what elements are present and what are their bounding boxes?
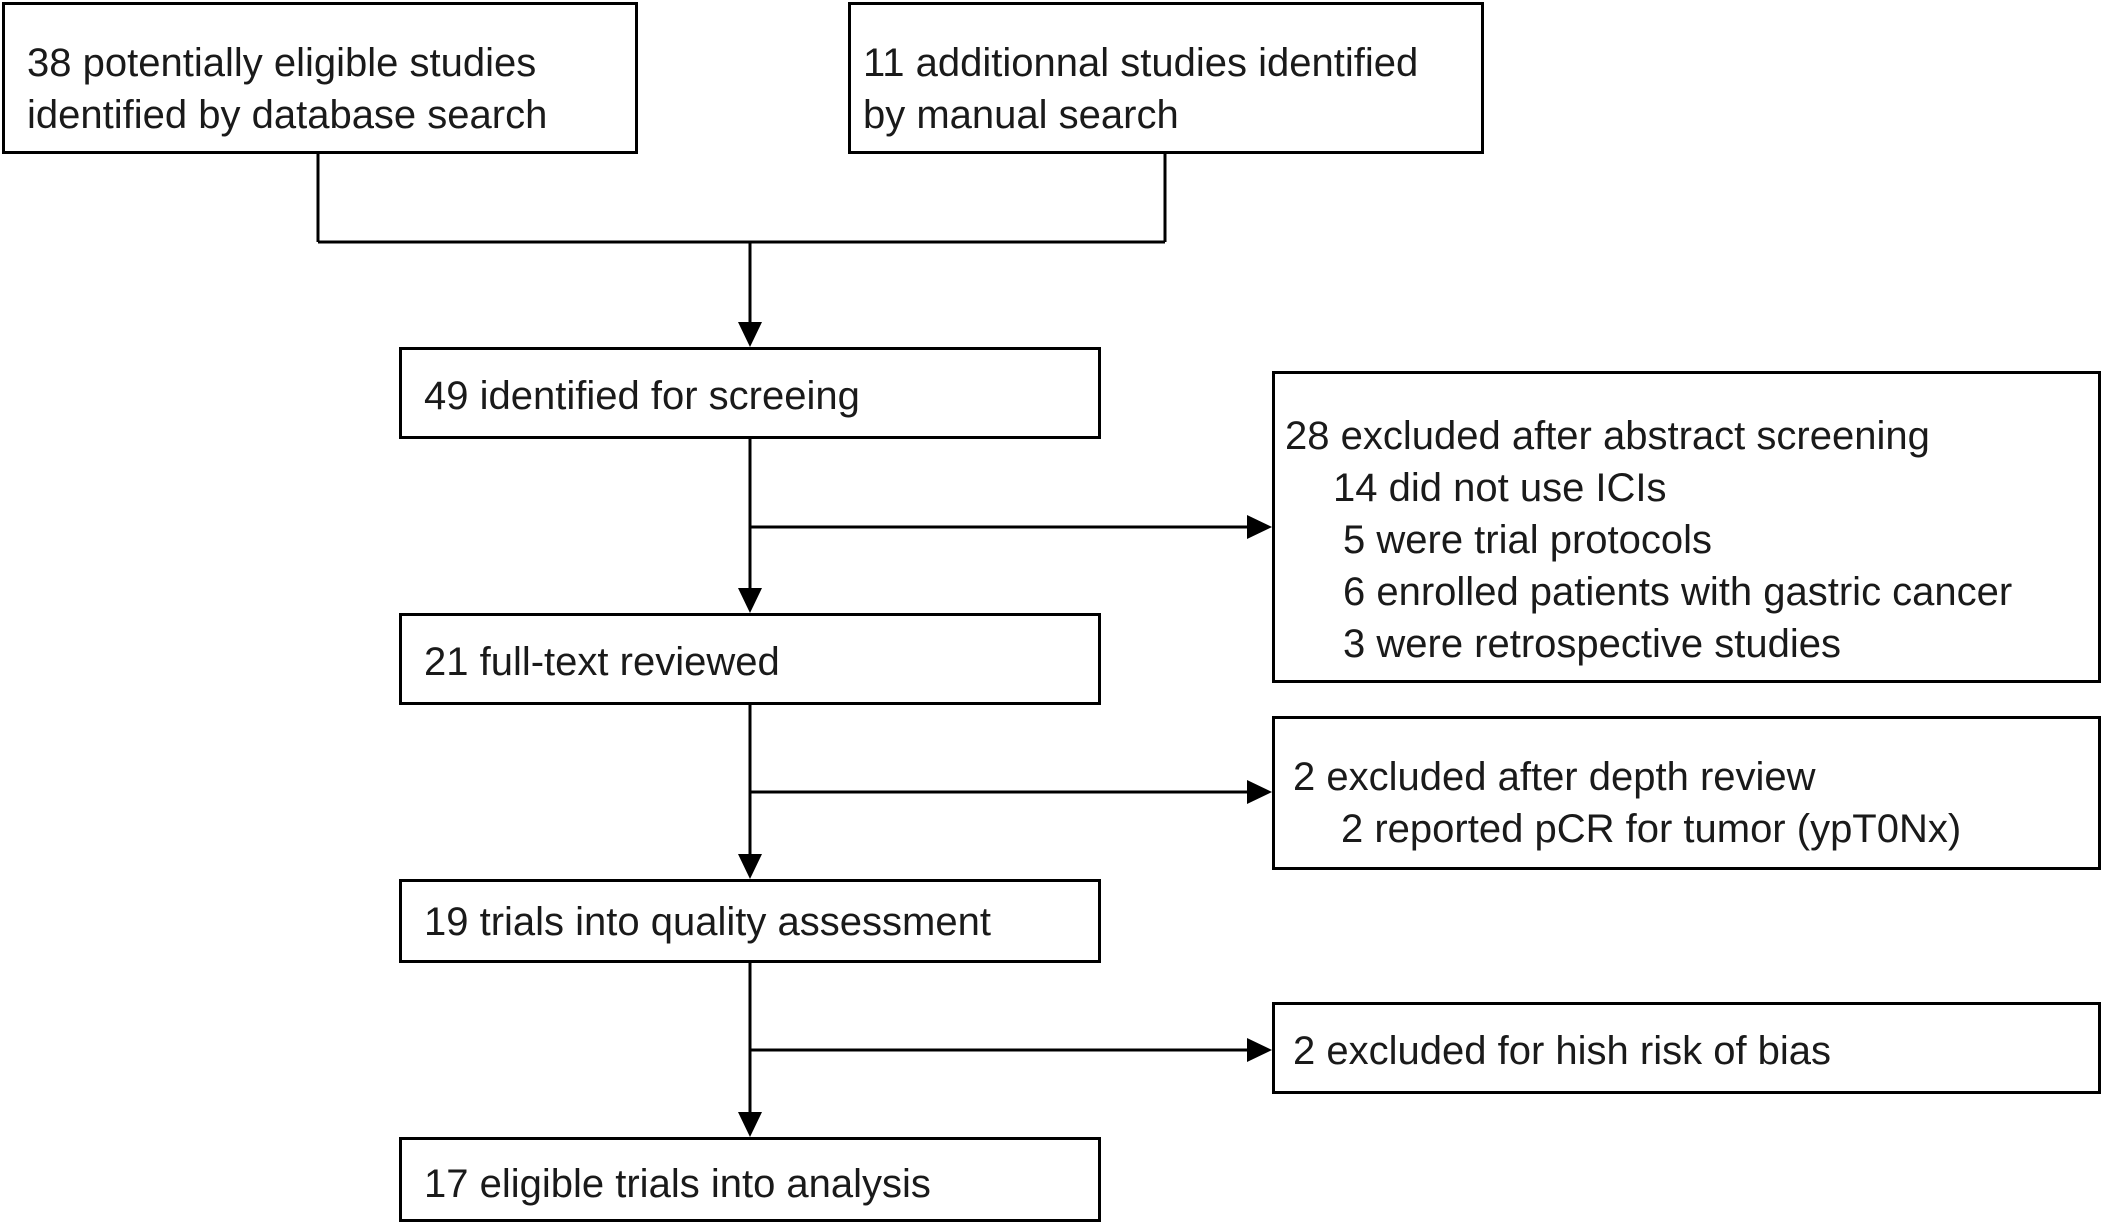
arrowhead-to-bias-exclusion — [1247, 1038, 1272, 1062]
depth-exclusion-title: 2 excluded after depth review — [1293, 755, 1816, 799]
abstract-exclusion-item: 6 enrolled patients with gastric cancer — [1343, 570, 2013, 614]
arrowhead-to-abstract-exclusion — [1247, 515, 1272, 539]
full-text-label: 21 full-text reviewed — [424, 640, 780, 684]
quality-label: 19 trials into quality assessment — [424, 900, 991, 944]
manual-search-box: 11 additionnal studies identified by man… — [848, 2, 1484, 154]
depth-exclusion-item: 2 reported pCR for tumor (ypT0Nx) — [1341, 807, 1962, 851]
analysis-box: 17 eligible trials into analysis — [399, 1137, 1101, 1222]
analysis-label: 17 eligible trials into analysis — [424, 1162, 931, 1206]
abstract-exclusion-item: 3 were retrospective studies — [1343, 622, 1842, 666]
abstract-exclusion-item: 5 were trial protocols — [1343, 518, 1713, 562]
arrowhead-to-quality — [738, 854, 762, 879]
abstract-exclusion-box: 28 excluded after abstract screening 14 … — [1272, 371, 2101, 683]
database-search-line-2: identified by database search — [27, 93, 548, 137]
manual-search-line-1: 11 additionnal studies identified — [863, 41, 1419, 85]
database-search-box: 38 potentially eligible studies identifi… — [2, 2, 638, 154]
depth-exclusion-box: 2 excluded after depth review 2 reported… — [1272, 716, 2101, 870]
full-text-box: 21 full-text reviewed — [399, 613, 1101, 705]
manual-search-line-2: by manual search — [863, 93, 1179, 137]
database-search-line-1: 38 potentially eligible studies — [27, 41, 537, 85]
arrowhead-to-depth-exclusion — [1247, 780, 1272, 804]
screening-label: 49 identified for screeing — [424, 374, 860, 418]
bias-exclusion-title: 2 excluded for hish risk of bias — [1293, 1029, 1832, 1073]
bias-exclusion-box: 2 excluded for hish risk of bias — [1272, 1002, 2101, 1094]
arrowhead-to-analysis — [738, 1112, 762, 1137]
arrowhead-to-screening — [738, 322, 762, 347]
abstract-exclusion-item: 14 did not use ICIs — [1333, 466, 1667, 510]
abstract-exclusion-title: 28 excluded after abstract screening — [1285, 414, 1930, 458]
screening-box: 49 identified for screeing — [399, 347, 1101, 439]
quality-box: 19 trials into quality assessment — [399, 879, 1101, 963]
arrowhead-to-full-text — [738, 588, 762, 613]
